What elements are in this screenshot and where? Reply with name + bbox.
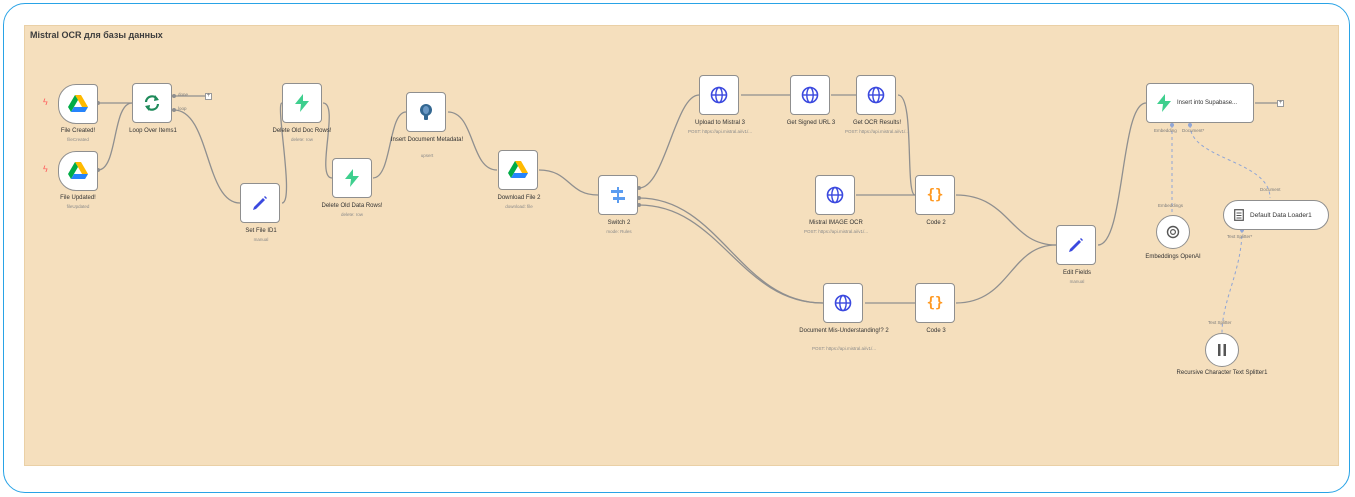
- data-loader-node[interactable]: Default Data Loader1: [1223, 200, 1329, 230]
- pencil-icon: [253, 196, 267, 210]
- code2-node[interactable]: {}: [915, 175, 955, 215]
- globe-icon: [867, 86, 885, 104]
- file-updated-node[interactable]: [58, 151, 98, 191]
- globe-icon: [826, 186, 844, 204]
- switch-icon: [611, 187, 625, 203]
- edit-fields-label: Edit Fields: [1062, 270, 1091, 276]
- document-port-label: Document*: [1182, 128, 1205, 133]
- openai-icon: [1166, 225, 1180, 239]
- file-updated-label: File Updated!: [60, 195, 96, 201]
- download-file-sub: download: file: [505, 204, 533, 209]
- loop-label: Loop Over Items1: [129, 128, 177, 134]
- delete-data-rows-label: Delete Old Data Rows!: [321, 203, 383, 209]
- switch-label: Switch 2: [607, 220, 631, 226]
- insert-metadata-sub: upsert: [420, 153, 434, 158]
- postgres-icon: [420, 104, 432, 120]
- code2-label: Code 2: [926, 220, 946, 226]
- file-created-label: File Created!: [60, 128, 96, 134]
- edit-fields-sub: manual: [1069, 279, 1085, 284]
- doc-understanding-label: Document Mis-Understanding!? 2: [799, 328, 889, 334]
- text-splitter-label: Recursive Character Text Splitter1: [1176, 370, 1268, 376]
- embeddings-label: Embeddings OpenAI: [1145, 254, 1201, 260]
- loop-loop-port: loop: [178, 106, 187, 111]
- download-file-node[interactable]: [498, 150, 538, 190]
- text-splitter-node[interactable]: [1205, 333, 1239, 367]
- code-braces-icon: {}: [926, 295, 944, 311]
- sticky-note-title: Mistral OCR для базы данных: [30, 30, 163, 40]
- mistral-image-ocr-sub: POST: https://api.mistral.ai/v1/...: [803, 229, 869, 234]
- edit-fields-node[interactable]: [1056, 225, 1096, 265]
- globe-icon: [834, 294, 852, 312]
- globe-icon: [801, 86, 819, 104]
- google-drive-icon: [508, 161, 528, 178]
- loop-icon: [144, 95, 160, 111]
- code3-node[interactable]: {}: [915, 283, 955, 323]
- get-ocr-results-sub: POST: https://api.mistral.ai/v1/...: [844, 129, 910, 134]
- file-updated-sub: fileUpdated: [66, 204, 90, 209]
- get-ocr-results-label: Get OCR Results!: [852, 120, 901, 126]
- mistral-image-ocr-label: Mistral IMAGE OCR: [809, 220, 863, 226]
- set-file-id-label: Set File ID1: [245, 228, 277, 234]
- upload-mistral-sub: POST: https://api.mistral.ai/v1/...: [687, 129, 753, 134]
- trigger-bolt-icon: ϟ: [43, 164, 48, 174]
- data-loader-port-label: Document: [1260, 187, 1281, 192]
- embeddings-node[interactable]: [1156, 215, 1190, 249]
- delete-data-rows-sub: delete: row: [340, 212, 363, 217]
- document-icon: [1234, 209, 1244, 221]
- google-drive-icon: [68, 95, 88, 112]
- delete-data-rows-node[interactable]: [332, 158, 372, 198]
- doc-understanding-node[interactable]: [823, 283, 863, 323]
- loop-node[interactable]: [132, 83, 172, 123]
- get-signed-url-node[interactable]: [790, 75, 830, 115]
- insert-supabase-node[interactable]: Insert into Supabase...: [1146, 83, 1254, 123]
- add-node-button[interactable]: +: [1277, 100, 1284, 107]
- canvas-frame: [3, 3, 1350, 493]
- supabase-bolt-icon: [1157, 94, 1171, 112]
- upload-mistral-label: Upload to Mistral 3: [694, 120, 746, 126]
- mistral-image-ocr-node[interactable]: [815, 175, 855, 215]
- delete-doc-rows-node[interactable]: [282, 83, 322, 123]
- upload-mistral-node[interactable]: [699, 75, 739, 115]
- doc-understanding-sub: POST: https://api.mistral.ai/v1/...: [811, 346, 877, 351]
- google-drive-icon: [68, 162, 88, 179]
- code-braces-icon: {}: [926, 187, 944, 203]
- splitter-icon: [1218, 344, 1226, 356]
- globe-icon: [710, 86, 728, 104]
- insert-metadata-node[interactable]: [406, 92, 446, 132]
- file-created-sub: fileCreated: [67, 137, 89, 142]
- embedding-port-label: Embedding: [1154, 128, 1177, 133]
- pencil-icon: [1069, 238, 1083, 252]
- set-file-id-node[interactable]: [240, 183, 280, 223]
- code3-label: Code 3: [926, 328, 946, 334]
- get-signed-url-label: Get Signed URL 3: [786, 120, 836, 126]
- splitter-port-label: Text Splitter: [1208, 320, 1232, 325]
- delete-doc-rows-sub: delete: row: [290, 137, 313, 142]
- insert-supabase-label: Insert into Supabase...: [1177, 100, 1238, 106]
- delete-doc-rows-label: Delete Old Doc Rows!: [272, 128, 332, 134]
- text-splitter-port-label: Text Splitter*: [1227, 234, 1253, 239]
- insert-metadata-label: Insert Document Metadata!: [390, 137, 464, 143]
- file-created-node[interactable]: [58, 84, 98, 124]
- supabase-bolt-icon: [295, 94, 309, 112]
- set-file-id-sub: manual: [253, 237, 269, 242]
- loop-done-port: done: [178, 92, 189, 97]
- get-ocr-results-node[interactable]: [856, 75, 896, 115]
- add-node-button[interactable]: +: [205, 93, 212, 100]
- sticky-note[interactable]: [24, 25, 1339, 466]
- trigger-bolt-icon: ϟ: [43, 97, 48, 107]
- switch-node[interactable]: [598, 175, 638, 215]
- supabase-bolt-icon: [345, 169, 359, 187]
- embeddings-port-label: Embeddings: [1158, 203, 1184, 208]
- switch-sub: mode: Rules: [606, 229, 632, 234]
- download-file-label: Download File 2: [497, 195, 541, 201]
- data-loader-label: Default Data Loader1: [1250, 211, 1312, 219]
